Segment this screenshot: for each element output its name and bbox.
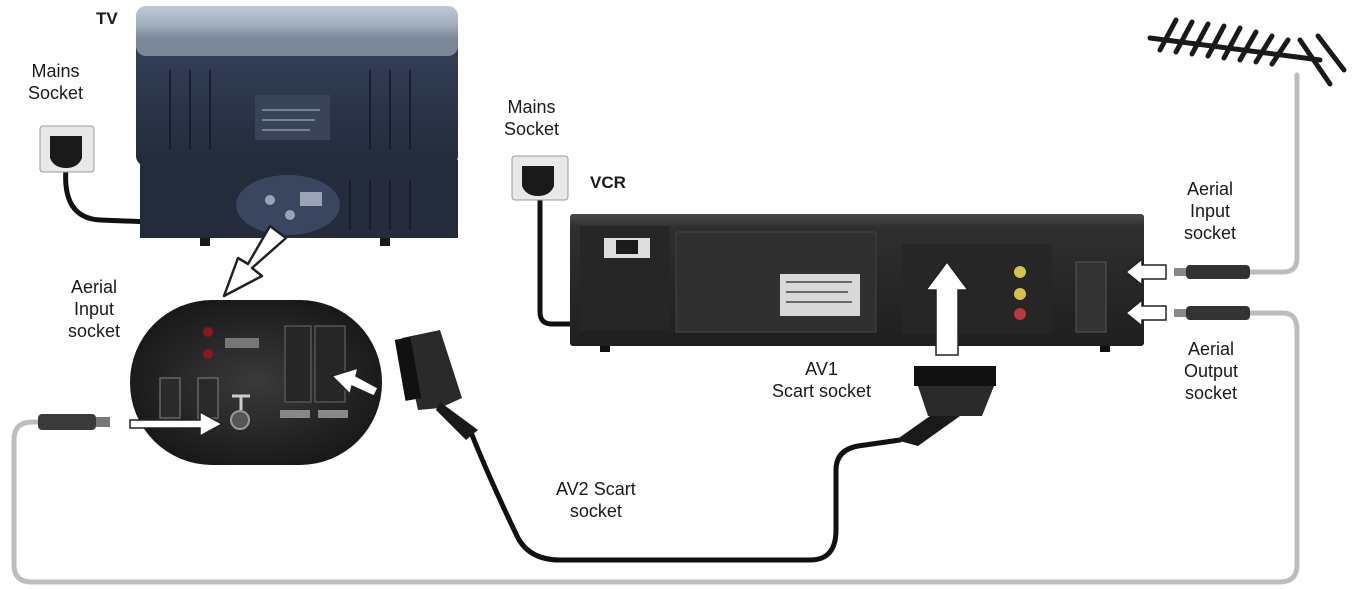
arrow-icon	[330, 366, 379, 397]
arrow-icon	[129, 410, 224, 438]
coax-plug-icon	[38, 414, 110, 430]
arrow-icon	[924, 260, 970, 356]
aerial-cables	[11, 72, 1300, 585]
tv-mains-cable	[63, 165, 155, 225]
tv-mains-socket-label: Mains Socket	[28, 61, 84, 103]
scart-plug-icon	[394, 330, 478, 440]
coax-plug-icon	[1174, 306, 1250, 320]
coax-plug-icon	[1174, 265, 1250, 279]
scart-plug-icon	[896, 366, 996, 446]
tv-back-unit	[136, 6, 458, 246]
tv-mains-socket	[39, 125, 95, 173]
vcr-mains-socket-label: Mains Socket	[504, 97, 560, 139]
aerial-antenna-icon	[1147, 17, 1347, 87]
tv-aerial-input-label: Aerial Input socket	[68, 277, 121, 341]
vcr-aerial-output-label: Aerial Output socket	[1184, 339, 1239, 403]
tv-label: TV	[96, 9, 118, 28]
vcr-label: VCR	[590, 173, 626, 192]
antenna-cable	[1247, 72, 1300, 275]
tv-aerial-input-jack	[230, 410, 250, 430]
vcr-aerial-input-label: Aerial Input socket	[1184, 179, 1237, 243]
mains-plug-icon	[50, 136, 82, 168]
av2-scart-label: AV2 Scart socket	[556, 479, 636, 521]
black-cables	[63, 165, 903, 563]
vcr-mains-socket	[511, 155, 569, 201]
output-to-tv-cable	[11, 310, 1300, 585]
vcr-back-unit	[570, 214, 1144, 352]
arrow-icon	[1124, 257, 1167, 287]
scart-cable	[467, 427, 903, 563]
av1-scart-label: AV1 Scart socket	[772, 359, 872, 401]
arrow-icon	[1124, 298, 1167, 328]
mains-plug-icon	[522, 166, 554, 196]
zoom-callout-arrow	[222, 224, 288, 298]
vcr-mains-cable	[537, 193, 631, 327]
